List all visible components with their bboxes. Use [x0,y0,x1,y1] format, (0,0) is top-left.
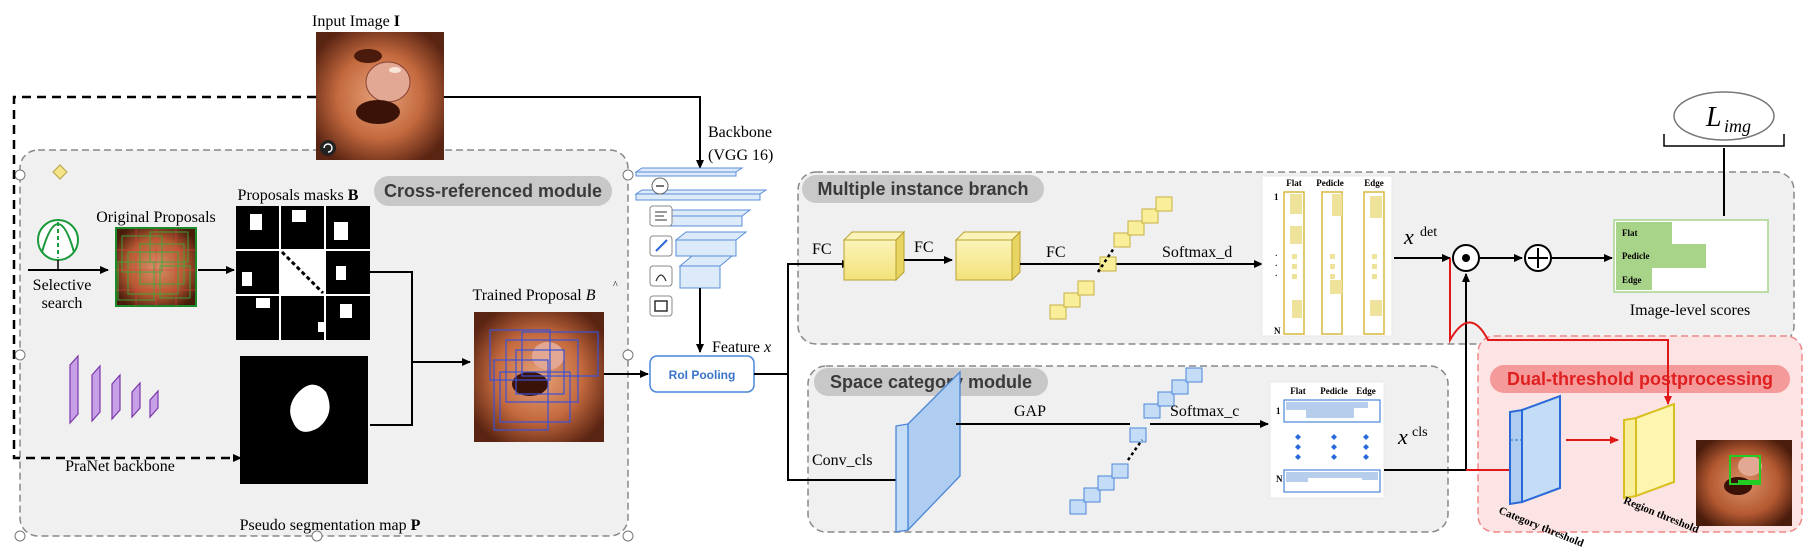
det-col-pedicle: Pedicle [1316,178,1344,188]
zoom-out-icon[interactable] [651,177,669,195]
selective-search-label-1: Selective [33,277,92,294]
svg-text:Trained Proposal B: Trained Proposal B [473,287,596,304]
det-col-flat: Flat [1286,178,1302,188]
softmax-c-label: Softmax_c [1170,403,1239,420]
score-row-edge: Edge [1622,275,1642,285]
trained-proposal-label: Trained Proposal [473,287,586,304]
input-image-symbol: I [394,13,400,30]
svg-text:Proposals masks B: Proposals masks B [238,187,359,204]
original-proposals-label: Original Proposals [96,209,216,226]
softmax-d-label: Softmax_d [1162,244,1232,261]
trained-proposal-symbol: B [586,287,596,304]
selection-handles[interactable] [14,164,634,542]
roi-pooling-box: RoI Pooling [649,355,755,393]
x-det-base: x [1403,224,1414,249]
editor-toolbar [649,177,673,317]
detection-score-matrix: Flat Pedicle Edge 1 N ... [1261,175,1393,337]
fc-label-3: FC [1046,244,1066,261]
roi-pooling-label: RoI Pooling [669,368,736,382]
layout-icon[interactable] [649,295,673,317]
det-col-edge: Edge [1364,178,1384,188]
svg-text:x: x [1403,224,1414,249]
conv-cls-block [895,370,961,533]
output-detection-image [1696,440,1792,526]
backbone-label-1: Backbone [708,124,772,141]
proposals-masks-symbol: B [348,187,359,204]
pseudo-seg-label: Pseudo segmentation map [240,517,411,534]
category-threshold-block [1509,394,1561,506]
dual-threshold-title: Dual-threshold postprocessing [1507,369,1773,389]
conv-cls-label: Conv_cls [812,452,872,469]
input-to-backbone-arrow [444,96,704,169]
svg-text:Feature x: Feature x [712,339,771,356]
align-icon[interactable] [649,205,673,227]
svg-text:.: . [1275,258,1278,269]
feature-label: Feature [712,339,764,356]
image-level-scores-label: Image-level scores [1630,302,1750,319]
cls-col-edge: Edge [1356,386,1376,396]
scm-title: Space category module [830,372,1032,392]
input-endoscopy-image [316,32,444,160]
svg-text:^: ^ [613,280,618,291]
original-proposals-image [115,227,197,307]
pseudo-seg-symbol: P [411,517,421,534]
svg-text:.: . [1275,248,1278,259]
gap-output-cubes [1069,367,1203,515]
backbone-label-2: (VGG 16) [708,147,773,164]
fc-block-1 [842,230,906,282]
pseudo-segmentation-map [240,356,368,484]
edit-icon[interactable] [649,235,673,257]
vgg16-backbone [634,167,768,289]
region-threshold-block [1623,402,1675,500]
loss-ellipse: L img [1673,91,1775,141]
cls-col-pedicle: Pedicle [1320,386,1348,396]
mib-title: Multiple instance branch [817,179,1028,199]
proposals-masks-grid [236,206,370,340]
det-row-n: N [1274,326,1281,336]
gap-label: GAP [1014,403,1046,420]
elementwise-product-symbol [1452,244,1480,272]
input-image-label: Input Image [312,13,394,30]
det-row-1: 1 [1274,192,1279,202]
input-to-pranet-line [12,95,316,460]
cls-col-flat: Flat [1290,386,1306,396]
pranet-label: PraNet backbone [65,458,175,475]
feature-symbol: x [763,339,771,356]
loss-base: L [1705,102,1722,133]
trained-proposal-image [474,312,604,442]
proposals-masks-label: Proposals masks [238,187,348,204]
score-row-pedicle: Pedicle [1622,251,1650,261]
summation-symbol [1524,244,1552,272]
cross-module-title: Cross-referenced module [384,181,602,201]
loss-sub: img [1724,116,1751,136]
selective-search-label-2: search [42,295,83,312]
svg-text:Input Image I: Input Image I [312,13,400,30]
style-icon[interactable] [649,265,673,287]
selective-search-icon [37,219,79,270]
svg-text:Pseudo segmentation map P: Pseudo segmentation map P [240,517,421,534]
svg-text:.: . [1275,268,1278,279]
x-cls-base: x [1397,424,1408,449]
x-cls-sup: cls [1412,425,1428,440]
rotate-icon[interactable] [320,140,336,156]
fc-label-2: FC [914,239,934,256]
fc-label-1: FC [812,241,832,258]
classification-score-matrix: Flat Pedicle Edge 1 N [1269,381,1385,499]
cls-row-n: N [1276,474,1283,484]
fc-block-2 [954,230,1022,282]
score-row-flat: Flat [1622,228,1638,238]
x-det-sup: det [1420,225,1437,240]
cls-row-1: 1 [1276,406,1281,416]
pranet-backbone-icon [69,354,159,425]
image-level-scores-chart: Flat Pedicle Edge [1613,219,1769,293]
